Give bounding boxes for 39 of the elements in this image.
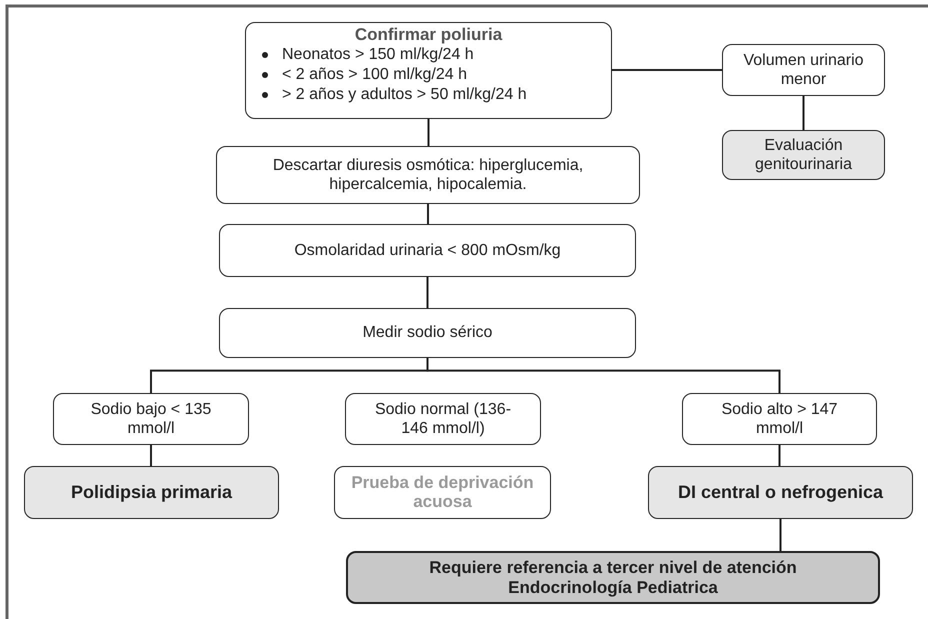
- box-text: Polidipsia primaria: [70, 482, 232, 504]
- box-heading: Confirmar poliuria: [354, 25, 504, 46]
- test-box: [334, 466, 551, 519]
- box-text: Endocrinología Pediatrica: [508, 578, 718, 598]
- process-box: [219, 308, 636, 358]
- process-box: [53, 393, 249, 445]
- outcome-box: [722, 130, 885, 180]
- box-text: Descartar diuresis osmótica: hiperglucemia, hipercalcemia, hipocalemia.: [272, 156, 584, 194]
- outcome-box: [24, 466, 279, 519]
- box-text: Requiere referencia a tercer nivel de atención: [429, 558, 797, 578]
- box-text: Medir sodio sérico: [362, 323, 492, 343]
- connector-line: [426, 277, 428, 308]
- box-text: Osmolaridad urinaria < 800 mOsm/kg: [294, 240, 561, 260]
- connector-line: [426, 358, 780, 393]
- box-text: Volumen urinario menor: [742, 50, 865, 90]
- connector-line: [778, 445, 780, 466]
- connector-line: [150, 445, 152, 466]
- box-text: Sodio bajo < 135 mmol/l: [90, 400, 212, 438]
- connector-line: [612, 69, 722, 71]
- process-box: [722, 44, 885, 96]
- connector-line: [427, 204, 429, 224]
- box-text: Sodio alto > 147 mmol/l: [720, 400, 839, 438]
- connector-line: [780, 519, 782, 551]
- box-text: Evaluación genitourinaria: [754, 136, 853, 174]
- box-text: Prueba de deprivación acuosa: [350, 474, 535, 512]
- process-box: [345, 393, 541, 445]
- process-box: [682, 393, 877, 445]
- referral-box: [346, 551, 880, 604]
- bullet-item: > 2 años y adultos > 50 ml/kg/24 h: [252, 85, 605, 106]
- bullet-item: Neonatos > 150 ml/kg/24 h: [252, 45, 605, 66]
- criteria-box: [245, 22, 612, 119]
- connector-line: [802, 96, 804, 130]
- box-text: Sodio normal (136-146 mmol/l): [374, 400, 512, 438]
- process-box: [216, 146, 640, 204]
- box-text: DI central o nefrogenica: [678, 482, 884, 504]
- connector-line: [428, 119, 430, 146]
- bullet-item: < 2 años > 100 ml/kg/24 h: [252, 65, 605, 86]
- outcome-box: [648, 466, 913, 519]
- process-box: [219, 224, 636, 277]
